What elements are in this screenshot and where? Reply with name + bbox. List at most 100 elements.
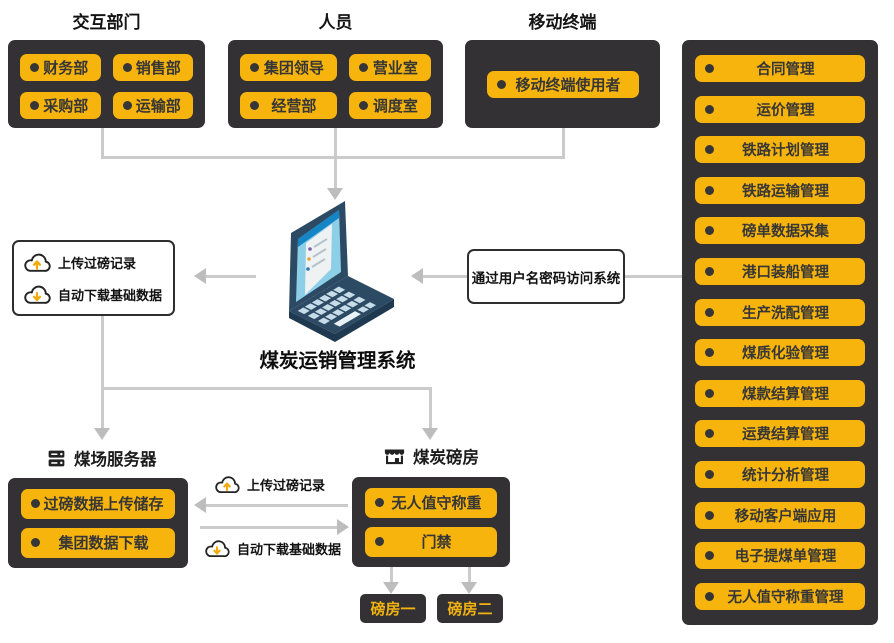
bullet-dot [31, 538, 40, 547]
module-washing: 生产洗配管理 [695, 298, 865, 326]
transfer-download-label: 自动下载基础数据 [237, 543, 342, 558]
arrow-head-right [337, 519, 349, 535]
module-mobile-client: 移动客户端应用 [695, 501, 865, 529]
module-statistics: 统计分析管理 [695, 461, 865, 489]
arrow-head-left [411, 268, 423, 284]
sync-download-label: 自动下载基础数据 [58, 288, 163, 304]
node-label: 经营部 [271, 97, 317, 115]
bullet-dot [122, 101, 132, 110]
bullet-dot [30, 63, 39, 72]
transfer-download: 自动下载基础数据 [204, 538, 341, 559]
module-port-loading: 港口装船管理 [695, 258, 865, 286]
module-freight-settlement: 运费结算管理 [695, 420, 865, 448]
bullet-dot [122, 63, 132, 72]
bullet-dot [250, 101, 259, 110]
access-note-label: 通过用户名密码访问系统 [471, 270, 621, 287]
cloud-download-icon [205, 540, 230, 558]
node-label: 调度室 [372, 97, 418, 115]
node-label: 营业室 [372, 59, 418, 77]
connector-line [206, 275, 256, 278]
bullet-dot [250, 63, 259, 72]
personnel-box: 集团领导 营业室 经营部 调度室 [228, 40, 443, 128]
bullet-dot [375, 498, 384, 507]
node-label: 门禁 [421, 533, 452, 551]
module-label: 铁路运输管理 [742, 183, 829, 200]
server-section-header: 煤场服务器 [46, 446, 157, 470]
node-operation-dept: 经营部 [240, 92, 337, 119]
module-label: 运费结算管理 [742, 427, 829, 444]
module-label: 运价管理 [756, 102, 815, 119]
module-e-ticket: 电子提煤单管理 [695, 542, 865, 570]
module-label: 合同管理 [756, 62, 815, 78]
access-note-box: 通过用户名密码访问系统 [467, 249, 625, 304]
server-box: 过磅数据上传储存 集团数据下载 [8, 478, 188, 568]
module-label: 港口装船管理 [742, 265, 829, 282]
node-label: 集团领导 [263, 59, 324, 77]
weighbridge-section-header: 煤炭磅房 [383, 444, 479, 468]
bullet-dot [30, 101, 39, 110]
module-weigh-data: 磅单数据采集 [695, 217, 865, 245]
node-label: 集团数据下载 [58, 534, 149, 552]
connector-line [206, 504, 348, 507]
module-label: 磅单数据采集 [742, 224, 829, 241]
arrow-head-left [194, 268, 206, 284]
node-transport-dept: 运输部 [112, 92, 193, 119]
transfer-upload: 上传过磅记录 [214, 474, 325, 495]
module-label: 统计分析管理 [742, 468, 829, 485]
node-sales-dept: 销售部 [112, 54, 193, 81]
module-coal-settlement: 煤款结算管理 [695, 379, 865, 407]
arrow-head-down [422, 428, 438, 440]
module-label: 煤款结算管理 [742, 386, 829, 403]
node-business-office: 营业室 [348, 54, 431, 81]
bullet-dot [358, 101, 368, 110]
arrow-head-down [327, 188, 343, 200]
connector-line [429, 387, 432, 428]
node-label: 过磅数据上传储存 [43, 495, 164, 513]
module-label: 移动客户端应用 [734, 508, 837, 525]
node-label: 移动终端使用者 [515, 75, 621, 94]
bullet-dot [705, 145, 714, 155]
mobile-box: 移动终端使用者 [465, 40, 660, 128]
transfer-upload-label: 上传过磅记录 [247, 479, 326, 494]
sync-download-row: 自动下载基础数据 [23, 283, 173, 306]
cloud-upload-icon [215, 476, 240, 494]
connector-line [562, 128, 565, 159]
bullet-dot [705, 185, 714, 195]
connector-line [101, 387, 432, 390]
connector-line [390, 567, 393, 584]
module-label: 无人值守称重管理 [727, 589, 844, 606]
node-label: 销售部 [135, 59, 181, 77]
node-weigh-house-1: 磅房一 [360, 594, 426, 623]
arrow-head-left [194, 497, 206, 513]
sync-note-box: 上传过磅记录 自动下载基础数据 [12, 240, 175, 316]
connector-line [101, 316, 104, 428]
cloud-download-icon [24, 285, 51, 304]
bullet-dot [705, 591, 714, 601]
bullet-dot [705, 551, 714, 561]
bullet-dot [705, 470, 714, 480]
departments-box: 财务部 销售部 采购部 运输部 [8, 40, 205, 128]
arrow-head-down [383, 582, 399, 594]
bullet-dot [705, 510, 714, 520]
connector-line [200, 526, 337, 529]
weighbridge-box: 无人值守称重 门禁 [352, 477, 510, 567]
arrow-head-down [94, 428, 110, 440]
group-title-mobile: 移动终端 [528, 13, 597, 33]
bullet-dot [705, 429, 714, 439]
server-section-title: 煤场服务器 [74, 450, 157, 469]
bullet-dot [31, 499, 40, 508]
connector-line [423, 275, 467, 278]
connector-line [625, 275, 682, 278]
node-purchase-dept: 采购部 [20, 92, 101, 119]
node-weigh-data-upload: 过磅数据上传储存 [21, 488, 175, 519]
group-title-personnel: 人员 [318, 13, 353, 33]
cloud-upload-icon [24, 253, 51, 272]
laptop-icon [289, 201, 394, 342]
weighbridge-section-title: 煤炭磅房 [413, 448, 479, 467]
arrow-head-down [461, 582, 477, 594]
modules-panel: 合同管理 运价管理 铁路计划管理 铁路运输管理 磅单数据采集 港口装船管理 生产… [682, 40, 878, 625]
node-dispatch-office: 调度室 [348, 92, 431, 119]
connector-line [101, 156, 565, 159]
bullet-dot [358, 63, 368, 72]
node-label: 采购部 [43, 97, 89, 115]
